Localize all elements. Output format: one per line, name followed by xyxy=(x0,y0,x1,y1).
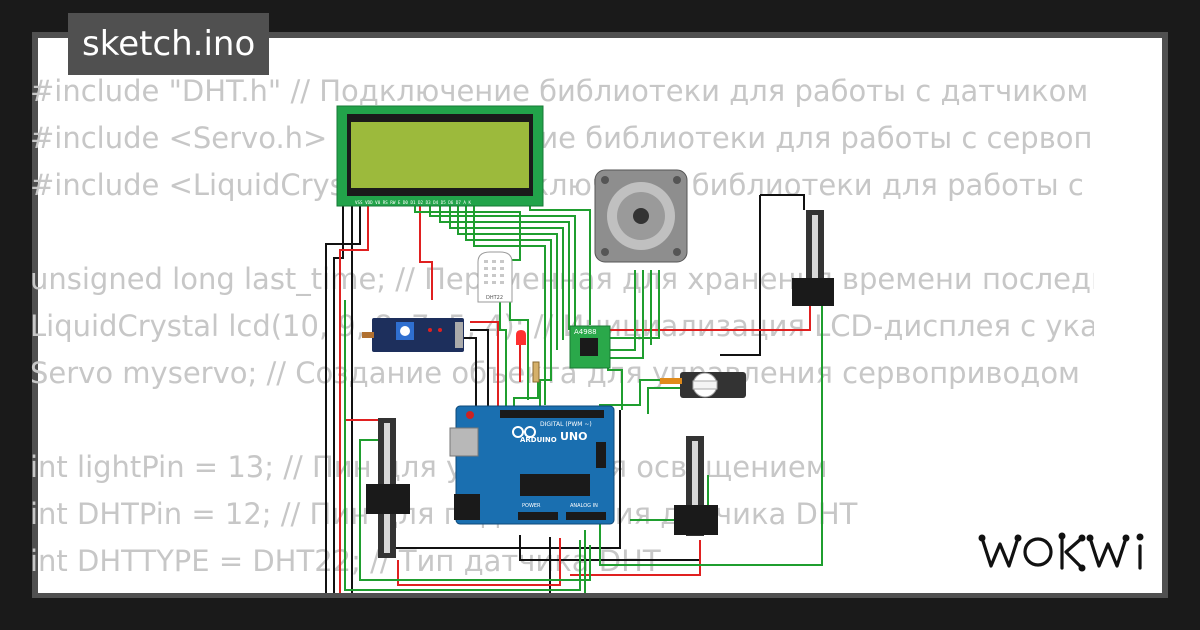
wokwi-logo xyxy=(978,532,1144,572)
code-line: int lightPin = 13; // Пин для управления… xyxy=(30,450,828,484)
code-preview: #include "DHT.h" // Подключение библиоте… xyxy=(30,68,1094,585)
code-line: #include <Servo.h> // Подключение библио… xyxy=(30,121,1094,155)
code-line: unsigned long last_time; // Переменная д… xyxy=(30,262,1094,296)
code-line: int DHTPin = 12; // Пин для подключения … xyxy=(30,497,858,531)
code-line xyxy=(30,209,1094,256)
code-line: LiquidCrystal lcd(10, 9, 8, 7, 5, 4); //… xyxy=(30,309,1094,343)
code-line: int DHTTYPE = DHT22; // Тип датчика DHT xyxy=(30,544,661,578)
code-line: #include "DHT.h" // Подключение библиоте… xyxy=(30,74,1089,108)
code-line: Servo myservo; // Создание объекта для у… xyxy=(30,356,1080,390)
file-name-tab[interactable]: sketch.ino xyxy=(68,13,270,75)
code-line: #include <LiquidCrystal.h> // Подключени… xyxy=(30,168,1094,202)
code-line xyxy=(30,397,1094,444)
